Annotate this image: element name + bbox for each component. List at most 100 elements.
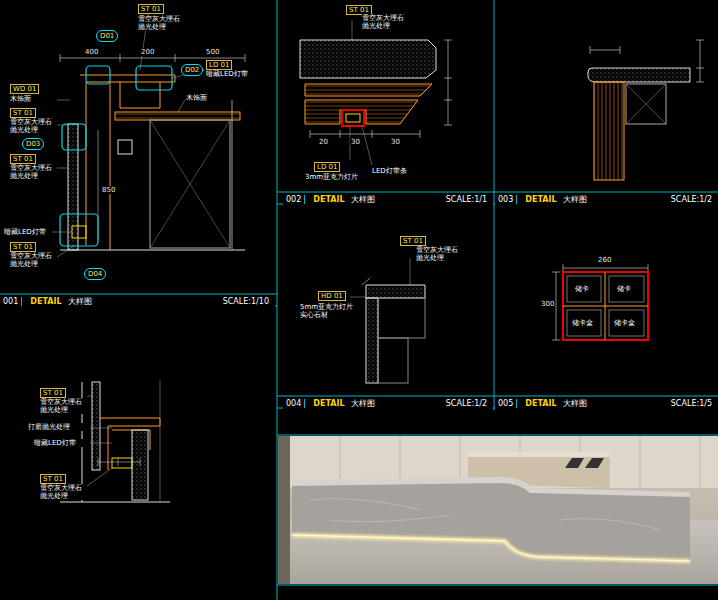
drawing-g [52,13,205,257]
scale-text: SCALE:1/2 [446,399,493,408]
title-band: 004DETAIL大样图SCALE:1/2 [283,397,493,409]
callout-code: ST 01 [400,236,426,246]
detail-002-drawing [300,20,452,165]
detail-number: 002 [283,195,305,204]
callout-code: HD 01 [318,291,346,301]
drawing-g [87,396,112,486]
drawing-path [494,0,495,410]
detail-005-drawing [552,264,648,340]
drawing-path [696,40,704,82]
drawing-rect [609,310,644,336]
drawing-rect [378,338,408,383]
drawing-rect [62,124,86,150]
drawing-path [277,435,718,436]
callout-code: ST 01 [10,242,36,252]
callout-code: LD 01 [314,162,340,172]
scale-text: SCALE:1/1 [446,195,493,204]
detail-word: DETAIL [313,195,344,204]
drawing-path [57,246,74,257]
drawing-rect [68,124,78,250]
drawing-rect [118,140,132,154]
callout-code: ST 01 [40,388,66,398]
detail-word: DETAIL [30,297,61,306]
drawing-rect [112,458,132,468]
drawing-rect [609,276,644,302]
material-note: 雪空灰大理石 抛光处理 [138,15,184,31]
detail-name: 大样图 [351,398,375,409]
drawing-path [60,250,245,251]
detail-tag: D03 [22,138,44,150]
drawing-rect [115,112,240,120]
drawing-path [52,232,72,233]
drawing-path [305,100,418,124]
material-note: 雪空灰大理石 抛光处理 [416,246,462,262]
material-note: 木饰面 [186,94,207,102]
detail-name: 大样图 [68,296,92,307]
drawing-path [563,272,648,340]
scale-text: SCALE:1/10 [223,297,275,306]
scale-text: SCALE:1/5 [671,399,718,408]
detail-word: DETAIL [525,399,556,408]
detail-number: 001 [0,297,22,306]
scale-text: SCALE:1/2 [671,195,718,204]
drawing-path [362,126,372,165]
drawing-path [90,428,112,429]
dimension: 200 [140,48,155,56]
dimension: 20 [318,138,329,146]
drawing-rect [594,82,624,180]
drawing-rect [567,310,601,336]
drawing-path [60,502,170,503]
callout-code: LD 01 [206,60,232,70]
material-note: 储卡盒 [614,319,635,327]
drawing-path [98,458,140,466]
drawing-path [57,100,70,101]
dimension: 30 [390,138,401,146]
drawing-path [232,100,233,250]
material-note: 木饰面 [10,95,31,103]
detail-number: 003 [495,195,517,204]
detail-name: 大样图 [563,398,587,409]
detail-tag: D02 [181,64,203,76]
drawing-path [410,258,411,285]
drawing-path [277,585,718,586]
drawing-rect [136,66,172,90]
callout-code: ST 01 [138,4,164,14]
material-note: 雪空灰大理石 抛光处理 [362,14,408,30]
dimension: 300 [540,300,555,308]
drawing-path [57,168,68,169]
detail-number: 005 [495,399,517,408]
drawing-path [87,396,92,397]
drawing-path [366,285,425,298]
detail-003-drawing [588,40,704,180]
drawing-path [350,297,366,298]
drawing-rect [366,298,378,383]
drawing-rect [278,436,290,584]
drawing-g [60,66,172,246]
drawing-path [292,535,690,561]
drawing-path [590,46,620,54]
material-note: 雪空灰大理石 抛光处理 [40,484,86,500]
drawing-rect [86,66,110,84]
callout-code: ST 01 [10,154,36,164]
dimension: 30 [350,138,361,146]
drawing-rect [378,298,425,338]
title-band: 005 DETAIL 大样图 SCALE:1/5 [495,397,718,409]
drawing-path [160,380,161,502]
drawing-path [178,100,185,112]
drawing-path [310,499,660,530]
drawing-path [588,68,690,82]
drawing-rect [72,226,86,238]
title-band: 002 DETAIL 大样图 SCALE:1/1 [283,193,493,205]
drawing-path [565,458,584,468]
callout-code: ST 01 [40,474,66,484]
detail-name: 大样图 [351,194,375,205]
material-note: 打磨抛光处理 [28,423,88,431]
material-note: 储卡 [617,285,631,293]
material-note: 储卡 [575,285,589,293]
material-note: 储卡盒 [572,319,593,327]
drawing-path [292,477,690,497]
title-band: 003DETAIL大样图SCALE:1/2 [495,193,718,205]
material-note: 暗藏LED灯带 [4,228,52,236]
drawing-path [563,264,648,272]
